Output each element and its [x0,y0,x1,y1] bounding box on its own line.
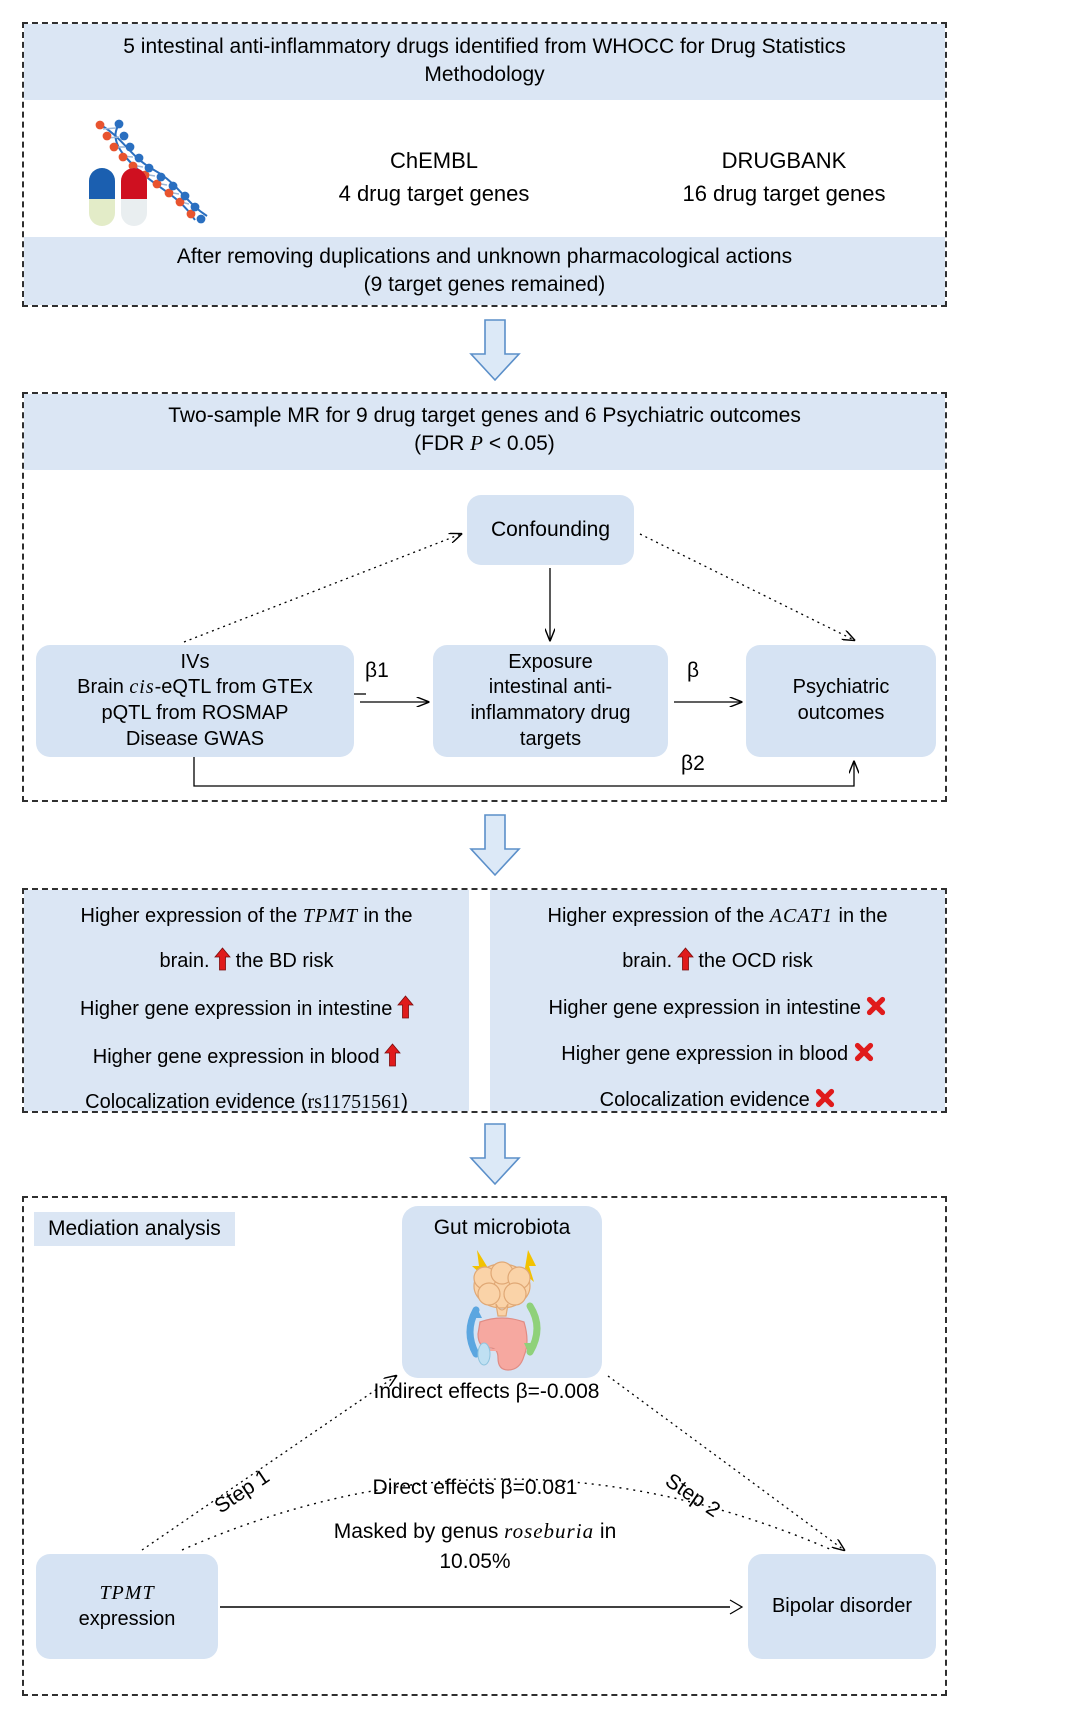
panel-mediation-analysis: Mediation analysis Gut microbiota [22,1196,947,1696]
exposure-line2: intestinal anti- [488,676,613,699]
exposure-line1: Exposure [508,650,593,673]
rs-id: rs11751561 [307,1091,402,1113]
tpmt-gene-label: TPMT [99,1581,155,1604]
up-arrow-icon [384,1043,402,1070]
acat1-line4: Higher gene expression in blood [490,1042,945,1066]
panel-gene-results: Higher expression of the TPMT in the bra… [22,888,947,1113]
dna-capsules-icon [69,116,214,231]
tpmt-expression-label: expression [78,1607,176,1630]
tpmt-line3: Higher gene expression in intestine [24,995,469,1022]
cross-mark-icon [815,1088,835,1112]
indirect-effects-label: Indirect effects β=-0.008 [373,1380,600,1403]
acat1-line2: brain. the OCD risk [622,947,813,974]
tpmt-gene-name: TPMT [302,905,358,927]
tpmt-expression-box: TPMT expression [36,1554,218,1659]
acat1-gene-name: ACAT1 [769,905,833,927]
mr-connectors [183,394,949,787]
panel2-header-line1: Two-sample MR for 9 drug target genes an… [168,404,801,427]
flow-arrow-1 [465,319,525,387]
panel-drug-identification: 5 intestinal anti-inflammatory drugs ide… [22,22,947,307]
drugbank-name: DRUGBANK [721,148,847,173]
up-arrow-icon [214,947,231,974]
tpmt-result-box: Higher expression of the TPMT in the bra… [24,890,469,1113]
panel2-header: Two-sample MR for 9 drug target genes an… [24,394,945,470]
exposure-line3: inflammatory drug [470,702,631,724]
database-chembl: ChEMBL 4 drug target genes [324,144,544,210]
cross-mark-icon [854,1042,874,1066]
panel1-header-text: 5 intestinal anti-inflammatory drugs ide… [123,35,846,86]
p-value-symbol: P [470,430,483,455]
panel1-footer-line2: (9 target genes remained) [363,272,606,296]
cross-mark-icon [866,996,886,1020]
psychiatric-outcomes-box: Psychiatric outcomes [746,645,936,757]
acat1-result-box: Higher expression of the ACAT1 in the br… [490,890,945,1111]
exposure-line4: targets [519,727,582,750]
confounding-label: Confounding [490,517,611,541]
tpmt-line2: brain. the BD risk [159,947,334,974]
up-arrow-icon [397,995,414,1022]
database-drugbank: DRUGBANK 16 drug target genes [664,144,904,210]
beta2-label: β2 [681,752,705,775]
gut-microbiota-label: Gut microbiota [433,1216,571,1239]
tpmt-line4: Higher gene expression in blood [24,1043,469,1070]
chembl-name: ChEMBL [389,148,479,173]
panel1-footer-line1: After removing duplications and unknown … [176,245,793,268]
beta-label: β [687,659,700,682]
flow-arrow-3 [465,1123,525,1191]
tpmt-line5: Colocalization evidence (rs11751561) [85,1091,408,1113]
masked-percent: 10.05% [439,1550,511,1574]
ivs-line1: Brain cis-eQTL from GTEx [77,676,313,699]
bipolar-disorder-box: Bipolar disorder [748,1554,936,1659]
drugbank-count: 16 drug target genes [682,181,886,206]
acat1-line3: Higher gene expression in intestine [490,996,945,1020]
ivs-title: IVs [180,650,210,673]
mediation-connectors [141,1198,949,1615]
acat1-line1: Higher expression of the ACAT1 in the [547,905,888,927]
mediation-title: Mediation analysis [34,1212,235,1246]
tpmt-line1: Higher expression of the TPMT in the [80,905,413,927]
chembl-count: 4 drug target genes [338,181,530,206]
panel1-footer: After removing duplications and unknown … [24,237,945,305]
confounding-box: Confounding [467,495,634,565]
ivs-line3: Disease GWAS [125,727,265,750]
ivs-box: IVs Brain cis-eQTL from GTEx pQTL from R… [36,645,354,757]
exposure-box: Exposure intestinal anti- inflammatory d… [433,645,668,757]
panel-two-sample-mr: Two-sample MR for 9 drug target genes an… [22,392,947,802]
ivs-line2: pQTL from ROSMAP [101,702,289,724]
roseburia-genus: roseburia [504,1519,595,1543]
beta1-label: β1 [365,659,389,682]
gut-microbiota-box: Gut microbiota [402,1206,602,1378]
masked-by-genus-label: Masked by genus roseburia in 10.05% [333,1519,617,1574]
outcome-line2: outcomes [797,702,885,724]
brain-gut-axis-icon [432,1244,572,1377]
up-arrow-icon [676,947,694,974]
flow-arrow-2 [465,814,525,882]
acat1-line5: Colocalization evidence [490,1088,945,1112]
bipolar-disorder-label: Bipolar disorder [771,1594,913,1617]
outcome-line1: Psychiatric [792,676,890,699]
panel1-header: 5 intestinal anti-inflammatory drugs ide… [24,24,945,100]
panel2-header-line2: (FDR P < 0.05) [414,430,555,455]
cis-italic: cis [129,676,155,699]
direct-effects-label: Direct effects β=0.081 [372,1476,578,1499]
